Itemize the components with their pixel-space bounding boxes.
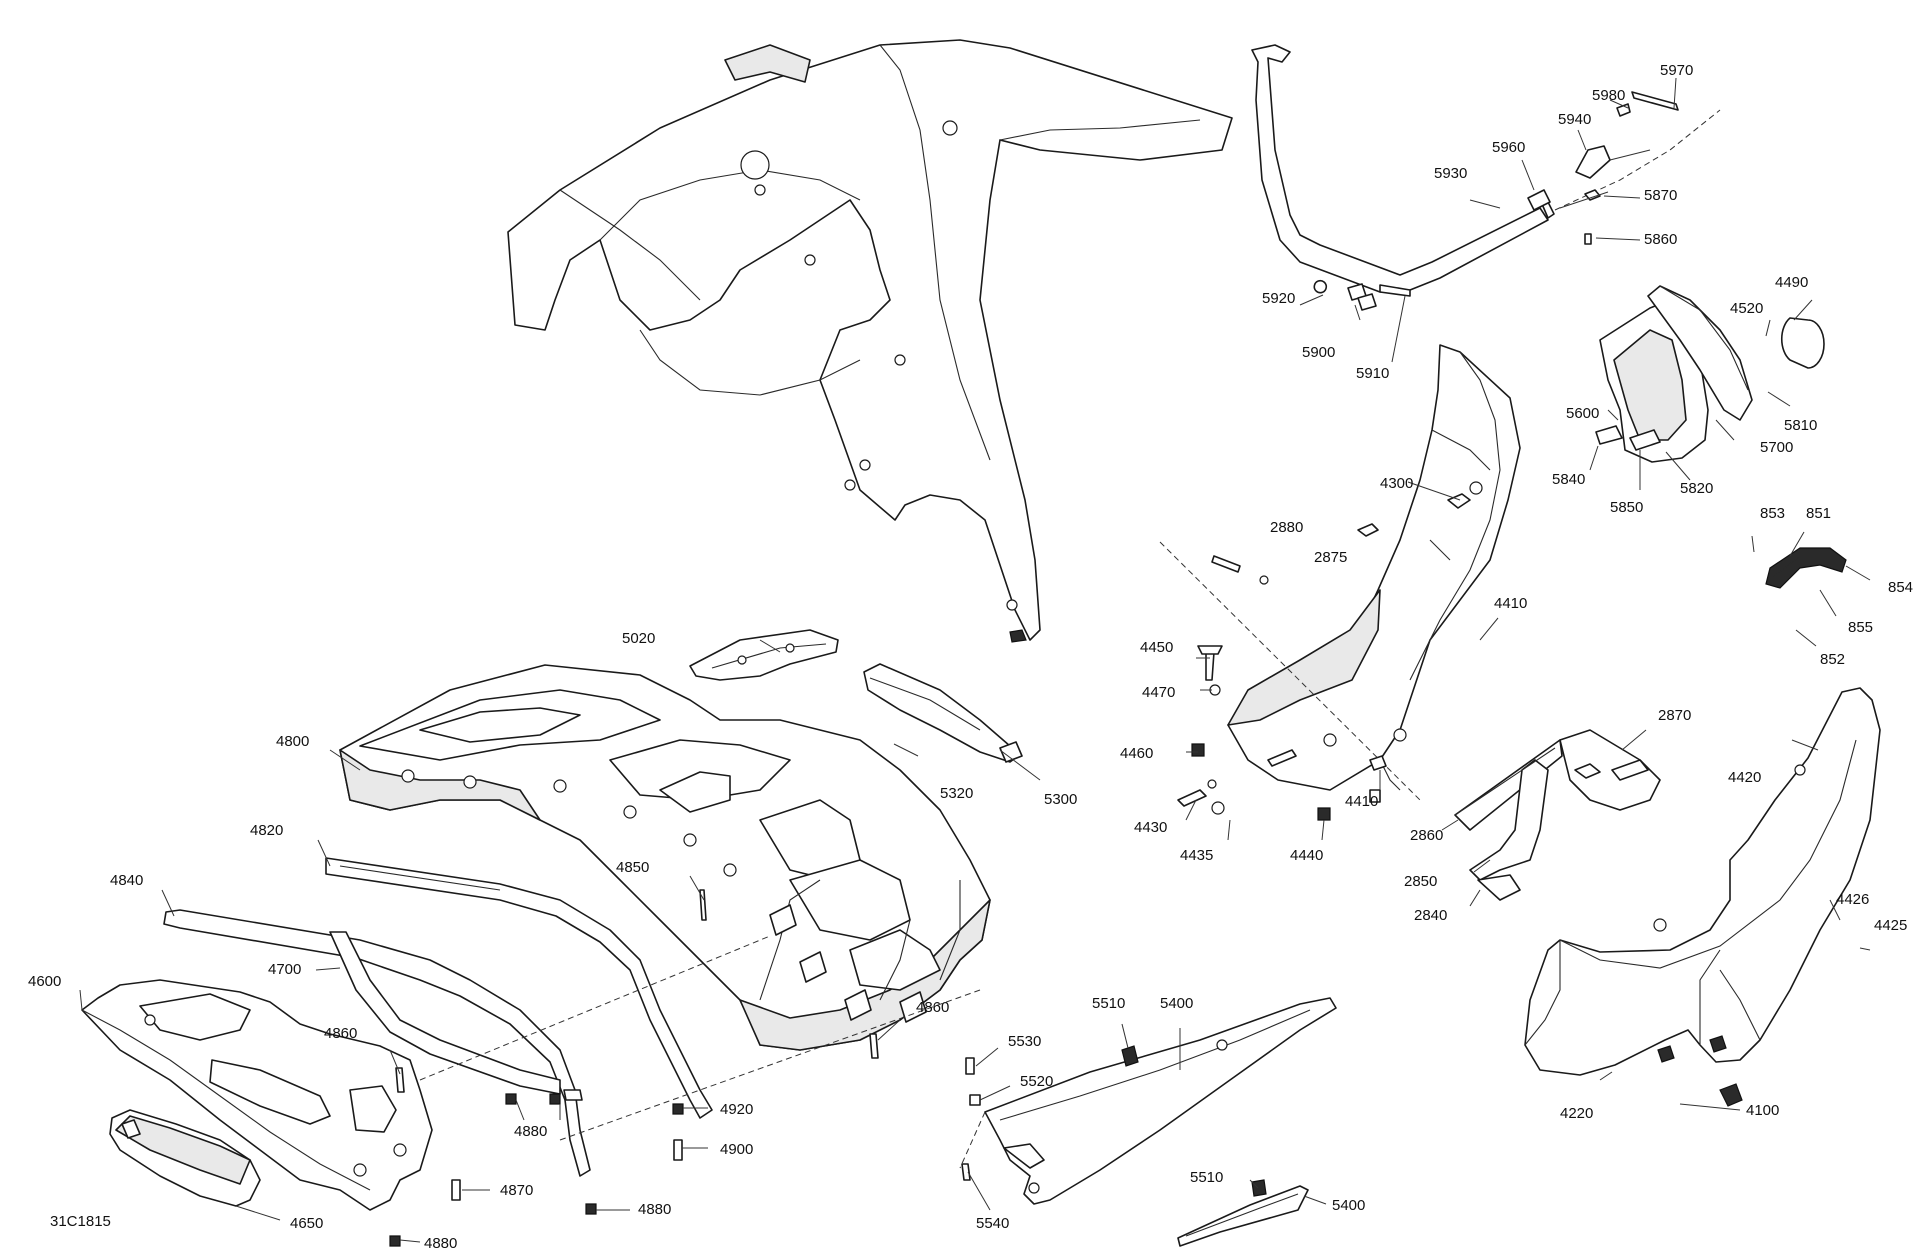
callout-5300: 5300: [1044, 791, 1077, 808]
callout-5920: 5920: [1262, 290, 1295, 307]
callout-4426: 4426: [1836, 891, 1869, 908]
callout-852: 852: [1820, 651, 1845, 668]
callout-5860: 5860: [1644, 231, 1677, 248]
callout-5020: 5020: [622, 630, 655, 647]
callout-4880-bottom: 4880: [424, 1235, 457, 1252]
callout-2875: 2875: [1314, 549, 1347, 566]
callout-4800: 4800: [276, 733, 309, 750]
callout-4920: 4920: [720, 1101, 753, 1118]
callout-4410-upper: 4410: [1494, 595, 1527, 612]
callout-855: 855: [1848, 619, 1873, 636]
figure-id: 31C1815: [50, 1213, 111, 1230]
cap-4490: [1780, 317, 1825, 369]
rear-fender-4300: [1227, 344, 1521, 791]
callout-5850: 5850: [1610, 499, 1643, 516]
callout-4440: 4440: [1290, 847, 1323, 864]
callout-labels: 5970 5980 5940 5960 5930 5870 5860 5920 …: [28, 62, 1913, 1252]
callout-4490: 4490: [1775, 274, 1808, 291]
callout-4840: 4840: [110, 872, 143, 889]
callout-4410-lower: 4410: [1345, 793, 1378, 810]
grab-handle-assembly: [1251, 44, 1721, 363]
rear-rack-4800: [339, 664, 991, 1051]
callout-4850: 4850: [616, 859, 649, 876]
callout-4860-left: 4860: [324, 1025, 357, 1042]
callout-leaders: [79, 77, 1871, 1243]
callout-5510-lower: 5510: [1190, 1169, 1223, 1186]
callout-2860: 2860: [1410, 827, 1443, 844]
callout-4600: 4600: [28, 973, 61, 990]
callout-5520: 5520: [1020, 1073, 1053, 1090]
callout-5600: 5600: [1566, 405, 1599, 422]
callout-5900: 5900: [1302, 344, 1335, 361]
mount-bracket-2850: [1454, 729, 1661, 901]
callout-5910: 5910: [1356, 365, 1389, 382]
callout-5400-lower: 5400: [1332, 1197, 1365, 1214]
front-fender-panel: [507, 39, 1233, 643]
hardware-5500-group: [961, 1045, 1267, 1197]
callout-4450: 4450: [1140, 639, 1173, 656]
plate-5020: [689, 629, 839, 681]
callout-853: 853: [1760, 505, 1785, 522]
callout-5970: 5970: [1660, 62, 1693, 79]
hardware-4800-group: [389, 889, 879, 1247]
callout-4420: 4420: [1728, 769, 1761, 786]
callout-5530: 5530: [1008, 1033, 1041, 1050]
skid-plate-5400-large: [984, 997, 1337, 1205]
callout-4470: 4470: [1142, 684, 1175, 701]
callout-4425: 4425: [1874, 917, 1907, 934]
grip-851: [1765, 547, 1847, 589]
callout-4220: 4220: [1560, 1105, 1593, 1122]
callout-5400-upper: 5400: [1160, 995, 1193, 1012]
callout-5810: 5810: [1784, 417, 1817, 434]
rear-panel-4600: [81, 979, 433, 1211]
callout-2850: 2850: [1404, 873, 1437, 890]
callout-2880: 2880: [1270, 519, 1303, 536]
callout-5930: 5930: [1434, 165, 1467, 182]
handle-bracket-5600: [1595, 285, 1753, 463]
callout-4820: 4820: [250, 822, 283, 839]
callout-4435: 4435: [1180, 847, 1213, 864]
callout-4870: 4870: [500, 1182, 533, 1199]
callout-5700: 5700: [1760, 439, 1793, 456]
callout-5840: 5840: [1552, 471, 1585, 488]
callout-5870: 5870: [1644, 187, 1677, 204]
callout-854: 854: [1888, 579, 1913, 596]
callout-4860-right: 4860: [916, 999, 949, 1016]
panel-5300: [863, 663, 1023, 763]
hardware-4400-group: [1177, 523, 1387, 821]
trim-4650: [109, 1109, 261, 1207]
rail-4820: [325, 857, 713, 1119]
callout-851: 851: [1806, 505, 1831, 522]
callout-4430: 4430: [1134, 819, 1167, 836]
callout-4650: 4650: [290, 1215, 323, 1232]
callout-4700: 4700: [268, 961, 301, 978]
callout-4880-right: 4880: [638, 1201, 671, 1218]
skid-plate-5400-small: [1177, 1185, 1309, 1247]
leader-5320: [893, 743, 919, 757]
callout-4520: 4520: [1730, 300, 1763, 317]
callout-4900: 4900: [720, 1141, 753, 1158]
callout-5940: 5940: [1558, 111, 1591, 128]
callout-5320: 5320: [940, 785, 973, 802]
callout-2870: 2870: [1658, 707, 1691, 724]
assembly-line-2: [959, 1111, 986, 1169]
callout-5820: 5820: [1680, 480, 1713, 497]
callout-5980: 5980: [1592, 87, 1625, 104]
callout-4880-mid: 4880: [514, 1123, 547, 1140]
callout-4100: 4100: [1746, 1102, 1779, 1119]
assembly-line-3: [419, 935, 771, 1081]
callout-4460: 4460: [1120, 745, 1153, 762]
callout-2840: 2840: [1414, 907, 1447, 924]
side-panel-4100: [1524, 687, 1881, 1107]
rail-4840: [163, 909, 591, 1177]
callout-5510-upper: 5510: [1092, 995, 1125, 1012]
callout-5540: 5540: [976, 1215, 1009, 1232]
callout-5960: 5960: [1492, 139, 1525, 156]
callout-4300: 4300: [1380, 475, 1413, 492]
assembly-line-4: [559, 989, 981, 1141]
